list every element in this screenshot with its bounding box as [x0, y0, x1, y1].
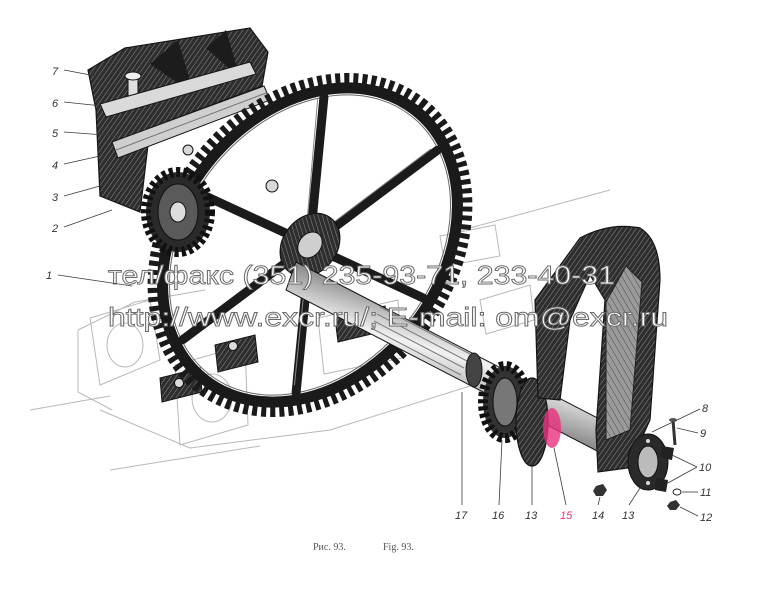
callout-label: 3 — [52, 192, 59, 204]
callout-label: 17 — [455, 510, 468, 522]
callout-label: 14 — [592, 510, 604, 522]
callouts-left: 7 6 5 4 3 2 1 — [46, 66, 133, 287]
clamp-piece-lower — [655, 478, 668, 492]
bearing-bore-left — [106, 322, 144, 368]
callout-label: 10 — [699, 462, 712, 474]
plank-groove — [115, 92, 267, 151]
callout-label: 1 — [46, 270, 52, 282]
leader-line — [628, 487, 641, 506]
bracket-plank-upper — [99, 61, 257, 118]
main-shaft — [285, 261, 641, 469]
base-faint-line-left — [29, 395, 111, 411]
gear-spoke — [178, 257, 291, 345]
flange-bore — [637, 445, 659, 479]
callout-label: 13 — [525, 510, 538, 522]
spoke-highlight — [331, 148, 432, 225]
callout-label: 16 — [492, 510, 505, 522]
callout-label: 12 — [700, 512, 712, 524]
cap-bolt-icon — [174, 378, 184, 388]
shaft-splines — [370, 306, 471, 376]
nut-14-icon — [593, 484, 607, 496]
watermark-phone: тел/факс (351) 235-93-71, 233-40-31 — [108, 260, 615, 290]
leader-line — [63, 185, 101, 197]
flange-bolt-hole-icon — [646, 481, 650, 485]
caption-english: Fig. 93. — [383, 542, 414, 553]
bracket-nut-icon — [265, 179, 279, 193]
right-bracket-face — [605, 265, 643, 441]
gear-spoke — [327, 251, 428, 303]
watermark-contacts: http://www.excr.ru/; E-mail: om@excr.ru — [108, 302, 668, 332]
callout-label-highlight: 15 — [560, 510, 573, 522]
callout-label: 7 — [52, 66, 59, 78]
spoke-highlight — [306, 98, 319, 218]
callout-label: 5 — [52, 128, 59, 140]
shaft-spline — [376, 313, 468, 362]
base-top-edge — [77, 289, 206, 331]
right-bracket — [534, 225, 661, 473]
base-front-edge — [99, 385, 471, 449]
leader-line — [597, 496, 601, 506]
bracket-bolt-head-icon — [124, 71, 142, 81]
bearing-block-left — [89, 299, 161, 386]
gear-spoke — [307, 92, 329, 223]
callout-label: 4 — [52, 160, 58, 172]
leader-line — [63, 69, 97, 77]
leader-line — [676, 427, 699, 434]
watermark: тел/факс (351) 235-93-71, 233-40-31 http… — [108, 260, 669, 333]
cap-bolt-icon — [228, 341, 238, 351]
pinion-bore — [169, 201, 187, 223]
callout-label: 6 — [52, 98, 59, 110]
figure-caption: Рис. 93. Fig. 93. — [313, 542, 414, 553]
clamp-piece-upper — [661, 446, 674, 460]
washer-11-icon — [672, 488, 682, 496]
base-right-plate — [439, 224, 501, 267]
bearing-cap-1 — [214, 334, 259, 373]
gear-spoke — [329, 145, 442, 233]
leader-line — [63, 209, 113, 228]
nut-12-icon — [667, 500, 680, 510]
shaft-collar — [465, 352, 483, 388]
bolt-9-icon — [671, 419, 677, 446]
flange-bolt-hole-icon — [646, 439, 650, 443]
callouts-bottom: 17 16 13 15 14 13 — [455, 392, 641, 522]
bolt-9-head-icon — [669, 418, 677, 422]
bracket-nut-icon — [182, 144, 194, 156]
gear-spoke — [192, 187, 293, 239]
leader-line — [665, 454, 698, 485]
callout-label: 13 — [622, 510, 635, 522]
shaft-spline — [379, 306, 471, 355]
leader-line — [679, 506, 699, 517]
callouts-right: 8 9 10 11 12 — [651, 403, 712, 524]
leader-line — [651, 408, 701, 433]
callout-label: 2 — [51, 223, 58, 235]
leader-line — [63, 155, 101, 165]
highlighted-part-15 — [543, 408, 561, 448]
base-faint-line-bottom — [109, 445, 261, 471]
shaft-spline — [370, 327, 462, 376]
leader-line — [63, 131, 119, 137]
callout-label: 8 — [702, 403, 709, 415]
left-bracket — [87, 27, 279, 213]
base-right-rail — [454, 189, 611, 233]
callout-label: 11 — [700, 487, 711, 499]
leader-line-highlight — [553, 447, 567, 506]
left-pinion-gear — [141, 167, 215, 257]
caption-russian: Рис. 93. — [313, 542, 346, 553]
bracket-rib-2 — [206, 30, 240, 78]
shaft-spline — [373, 320, 465, 369]
end-flange — [627, 433, 669, 491]
base-right-lower — [479, 284, 535, 335]
callout-label: 9 — [700, 428, 706, 440]
gear-hub-bore — [297, 231, 323, 259]
base-housing — [29, 189, 611, 471]
shaft-body — [285, 261, 641, 469]
leader-line — [57, 274, 133, 287]
leader-line — [498, 439, 503, 506]
shaft-pinion-face — [492, 377, 518, 427]
leader-line — [63, 101, 103, 107]
base-left-edge — [77, 330, 113, 411]
